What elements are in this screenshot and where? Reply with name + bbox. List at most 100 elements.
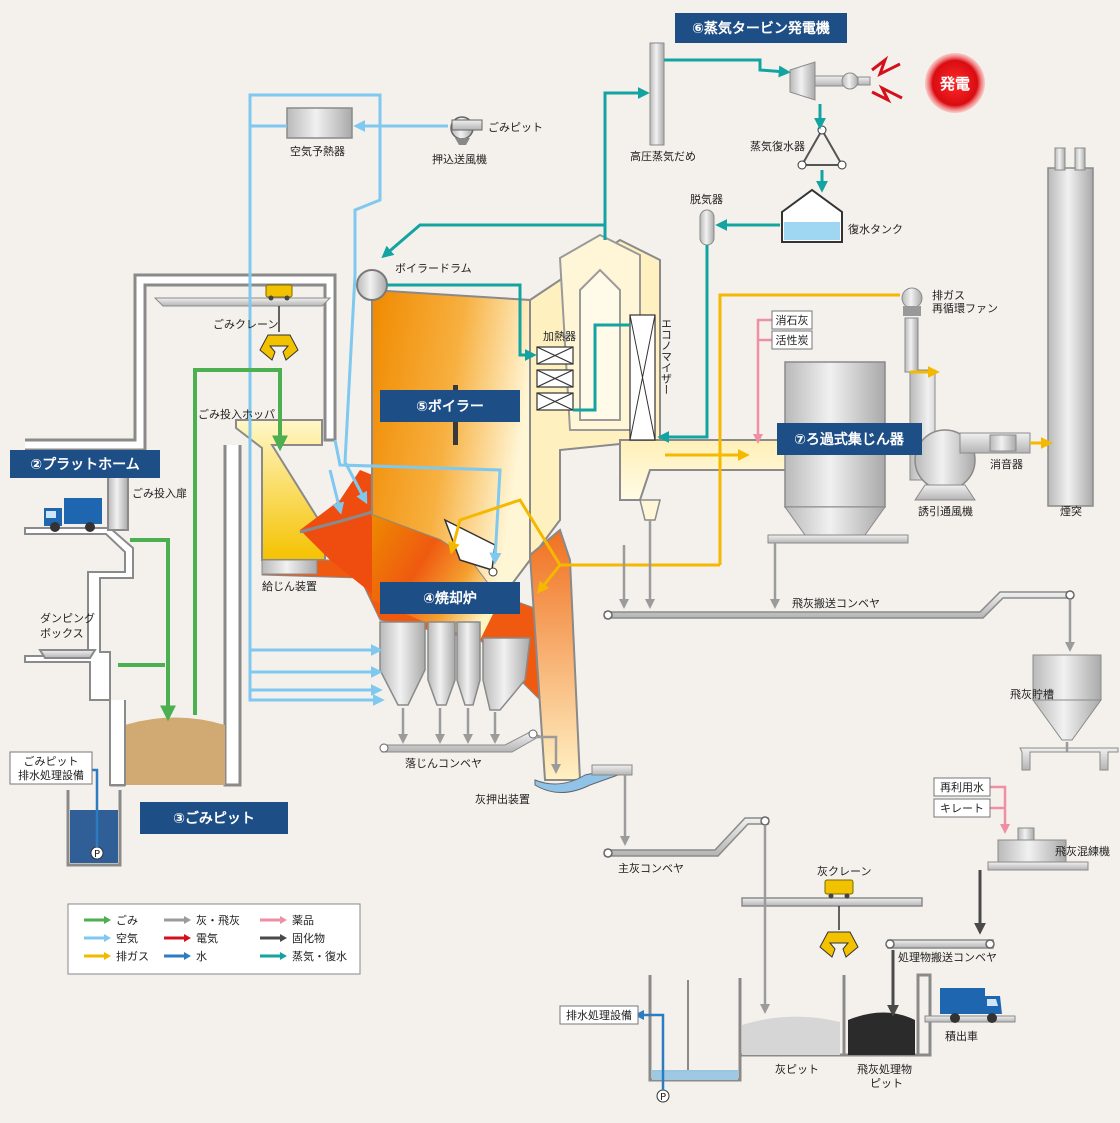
legend-label: 灰・飛灰 <box>196 913 240 927</box>
deaerator <box>699 209 715 246</box>
label-deaerator: 脱気器 <box>690 192 723 206</box>
label-garbage-pit-top: ごみピット <box>488 120 543 134</box>
label-recirc-1: 排ガス <box>932 288 965 302</box>
garbage-truck-icon <box>44 498 102 532</box>
fly-ash-silo <box>1019 654 1119 771</box>
legend-label: ごみ <box>116 913 138 927</box>
label-fall-conveyor: 落じんコンベヤ <box>405 757 482 770</box>
legend-label: 水 <box>196 950 207 963</box>
tag-wastewater: 排水処理設備 <box>566 1008 632 1022</box>
garbage-crane-icon <box>153 284 332 361</box>
turbine-icon <box>789 61 871 101</box>
legend-label: 排ガス <box>116 949 149 963</box>
section-pit: ③ごみピット <box>173 810 255 827</box>
air-flows <box>248 93 502 706</box>
dumping-structure <box>24 474 134 701</box>
label-ash-crane: 灰クレーン <box>817 864 871 878</box>
condensate-tank <box>781 188 843 243</box>
building-walls <box>25 273 337 787</box>
generation-label: 発電 <box>939 75 970 93</box>
legend-arrowhead <box>280 952 287 960</box>
forced-fan-icon <box>450 116 483 145</box>
legend: ごみ灰・飛灰薬品空気電気固化物排ガス水蒸気・復水 <box>67 903 361 975</box>
pump-label-2: P <box>660 1092 666 1103</box>
lightning-icon <box>871 55 903 104</box>
label-economizer: エコノマイザー <box>660 318 673 395</box>
garbage-flows <box>118 368 288 722</box>
tag-activated-carbon: 活性炭 <box>776 333 809 347</box>
section-turbine: ⑥蒸気タービン発電機 <box>692 20 830 37</box>
label-treated-conveyor: 処理物搬送コンベヤ <box>898 950 997 964</box>
label-stack: 煙突 <box>1060 504 1082 518</box>
label-condenser: 蒸気復水器 <box>750 139 805 153</box>
label-condensate-tank: 復水タンク <box>848 223 903 236</box>
tag-pit-wastewater-2: 排水処理設備 <box>18 768 84 782</box>
section-boiler: ⑤ボイラー <box>416 399 484 415</box>
label-fly-ash-mixer: 飛灰混練機 <box>1055 844 1110 858</box>
label-treated-pit-2: ピット <box>870 1077 903 1090</box>
legend-arrowhead <box>184 934 191 942</box>
label-dumping-2: ボックス <box>40 627 84 640</box>
label-main-ash-conveyor: 主灰コンベヤ <box>618 861 684 875</box>
section-filter: ⑦ろ過式集じん器 <box>794 431 905 448</box>
legend-arrowhead <box>184 952 191 960</box>
solid-flows <box>887 870 986 1017</box>
legend-label: 蒸気・復水 <box>292 949 347 963</box>
loading-truck-icon <box>924 988 1016 1023</box>
label-ash-pit: 灰ピット <box>775 1062 819 1076</box>
induced-fan-icon <box>909 369 1031 501</box>
ash-flows <box>398 520 1075 1014</box>
label-forced-fan: 押込送風機 <box>432 152 487 166</box>
legend-arrowhead <box>184 916 191 924</box>
section-furnace: ④焼却炉 <box>423 590 477 607</box>
chem-flows <box>753 318 1010 834</box>
recirc-fan-icon <box>901 287 923 373</box>
chem-tags: 消石灰 活性炭 再利用水 キレート ごみピット 排水処理設備 排水処理設備 <box>9 310 991 1025</box>
label-recirc-2: 再循環ファン <box>932 302 998 315</box>
generation-badge: 発電 <box>925 53 985 113</box>
label-fly-ash-conveyor: 飛灰搬送コンベヤ <box>792 596 880 610</box>
label-crane: ごみクレーン <box>213 317 278 331</box>
label-air-preheater: 空気予熱器 <box>290 144 345 158</box>
ash-pits: P <box>648 973 932 1103</box>
label-fly-ash-silo: 飛灰貯槽 <box>1010 687 1054 701</box>
label-silencer: 消音器 <box>990 457 1023 471</box>
pit-wastewater-tank: P <box>66 790 122 867</box>
fly-ash-mixer <box>987 827 1089 871</box>
legend-label: 空気 <box>116 931 138 945</box>
section-platform: ②プラットホーム <box>30 457 139 473</box>
tag-chelate: キレート <box>940 802 984 815</box>
label-ash-pusher: 灰押出装置 <box>475 792 530 806</box>
legend-label: 薬品 <box>292 914 314 927</box>
label-loading-truck: 積出車 <box>945 1029 978 1043</box>
section-badges: ②プラットホーム ③ごみピット ④焼却炉 ⑤ボイラー ⑥蒸気タービン発電機 ⑦ろ… <box>10 13 922 834</box>
label-entry-door: ごみ投入扉 <box>132 486 187 500</box>
labels: ごみピット 押込送風機 空気予熱器 高圧蒸気だめ 蒸気復水器 復水タンク 脱気器… <box>40 120 1110 1090</box>
label-hopper: ごみ投入ホッパ <box>198 407 275 421</box>
legend-arrowhead <box>280 916 287 924</box>
tag-reuse-water: 再利用水 <box>940 781 984 794</box>
air-preheater <box>286 107 353 139</box>
label-treated-pit-1: 飛灰処理物 <box>857 1062 912 1076</box>
tag-pit-wastewater-1: ごみピット <box>24 754 79 768</box>
tag-slaked-lime: 消石灰 <box>776 313 809 327</box>
label-boiler-drum: ボイラードラム <box>395 262 472 275</box>
exhaust-flows <box>448 293 1053 594</box>
conveyors <box>603 590 1075 949</box>
legend-label: 電気 <box>196 931 218 945</box>
stack <box>1047 147 1094 507</box>
steam-flows <box>381 58 828 443</box>
label-dumping-1: ダンピング <box>40 611 95 625</box>
label-hp-header: 高圧蒸気だめ <box>630 149 696 163</box>
ash-crane-icon <box>819 879 859 958</box>
legend-arrowhead <box>280 934 287 942</box>
label-heater: 加熱器 <box>543 330 576 343</box>
legend-arrowhead <box>104 934 111 942</box>
hp-steam-header <box>649 42 665 146</box>
label-induced-fan: 誘引通風機 <box>918 504 973 518</box>
pump-label: P <box>94 849 100 860</box>
label-feeder: 給じん装置 <box>262 579 317 593</box>
condenser-icon <box>797 125 847 170</box>
